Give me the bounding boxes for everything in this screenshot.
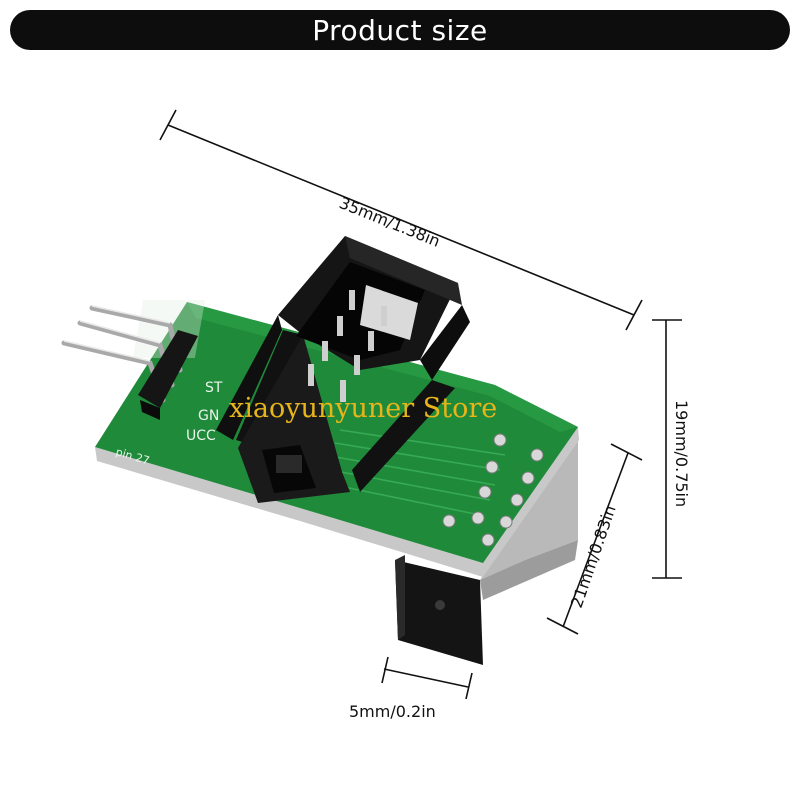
page-title: Product size <box>312 13 488 47</box>
pin-header-block <box>138 330 198 408</box>
pin-label-gnd: GN <box>198 408 219 424</box>
dimension-slot-label: 5mm/0.2in <box>349 702 436 721</box>
pin-label-st: ST <box>205 380 223 396</box>
box-connector <box>216 236 470 503</box>
pcb <box>95 302 578 563</box>
side-plate <box>480 428 578 580</box>
dimension-length <box>159 109 643 331</box>
dimension-height-label: 19mm/0.75in <box>672 400 691 507</box>
store-watermark: xiaoyunyuner Store <box>229 393 497 424</box>
dimension-slot <box>381 656 473 700</box>
pin-label-vcc: UCC <box>186 428 216 444</box>
dimension-depth <box>546 443 643 635</box>
title-bar: Product size <box>10 10 790 50</box>
slot-clip <box>395 560 483 665</box>
dimension-height <box>652 319 682 579</box>
pogo-pins <box>442 433 544 547</box>
programmer-board: ST GN UCC pin 27 <box>61 236 579 665</box>
